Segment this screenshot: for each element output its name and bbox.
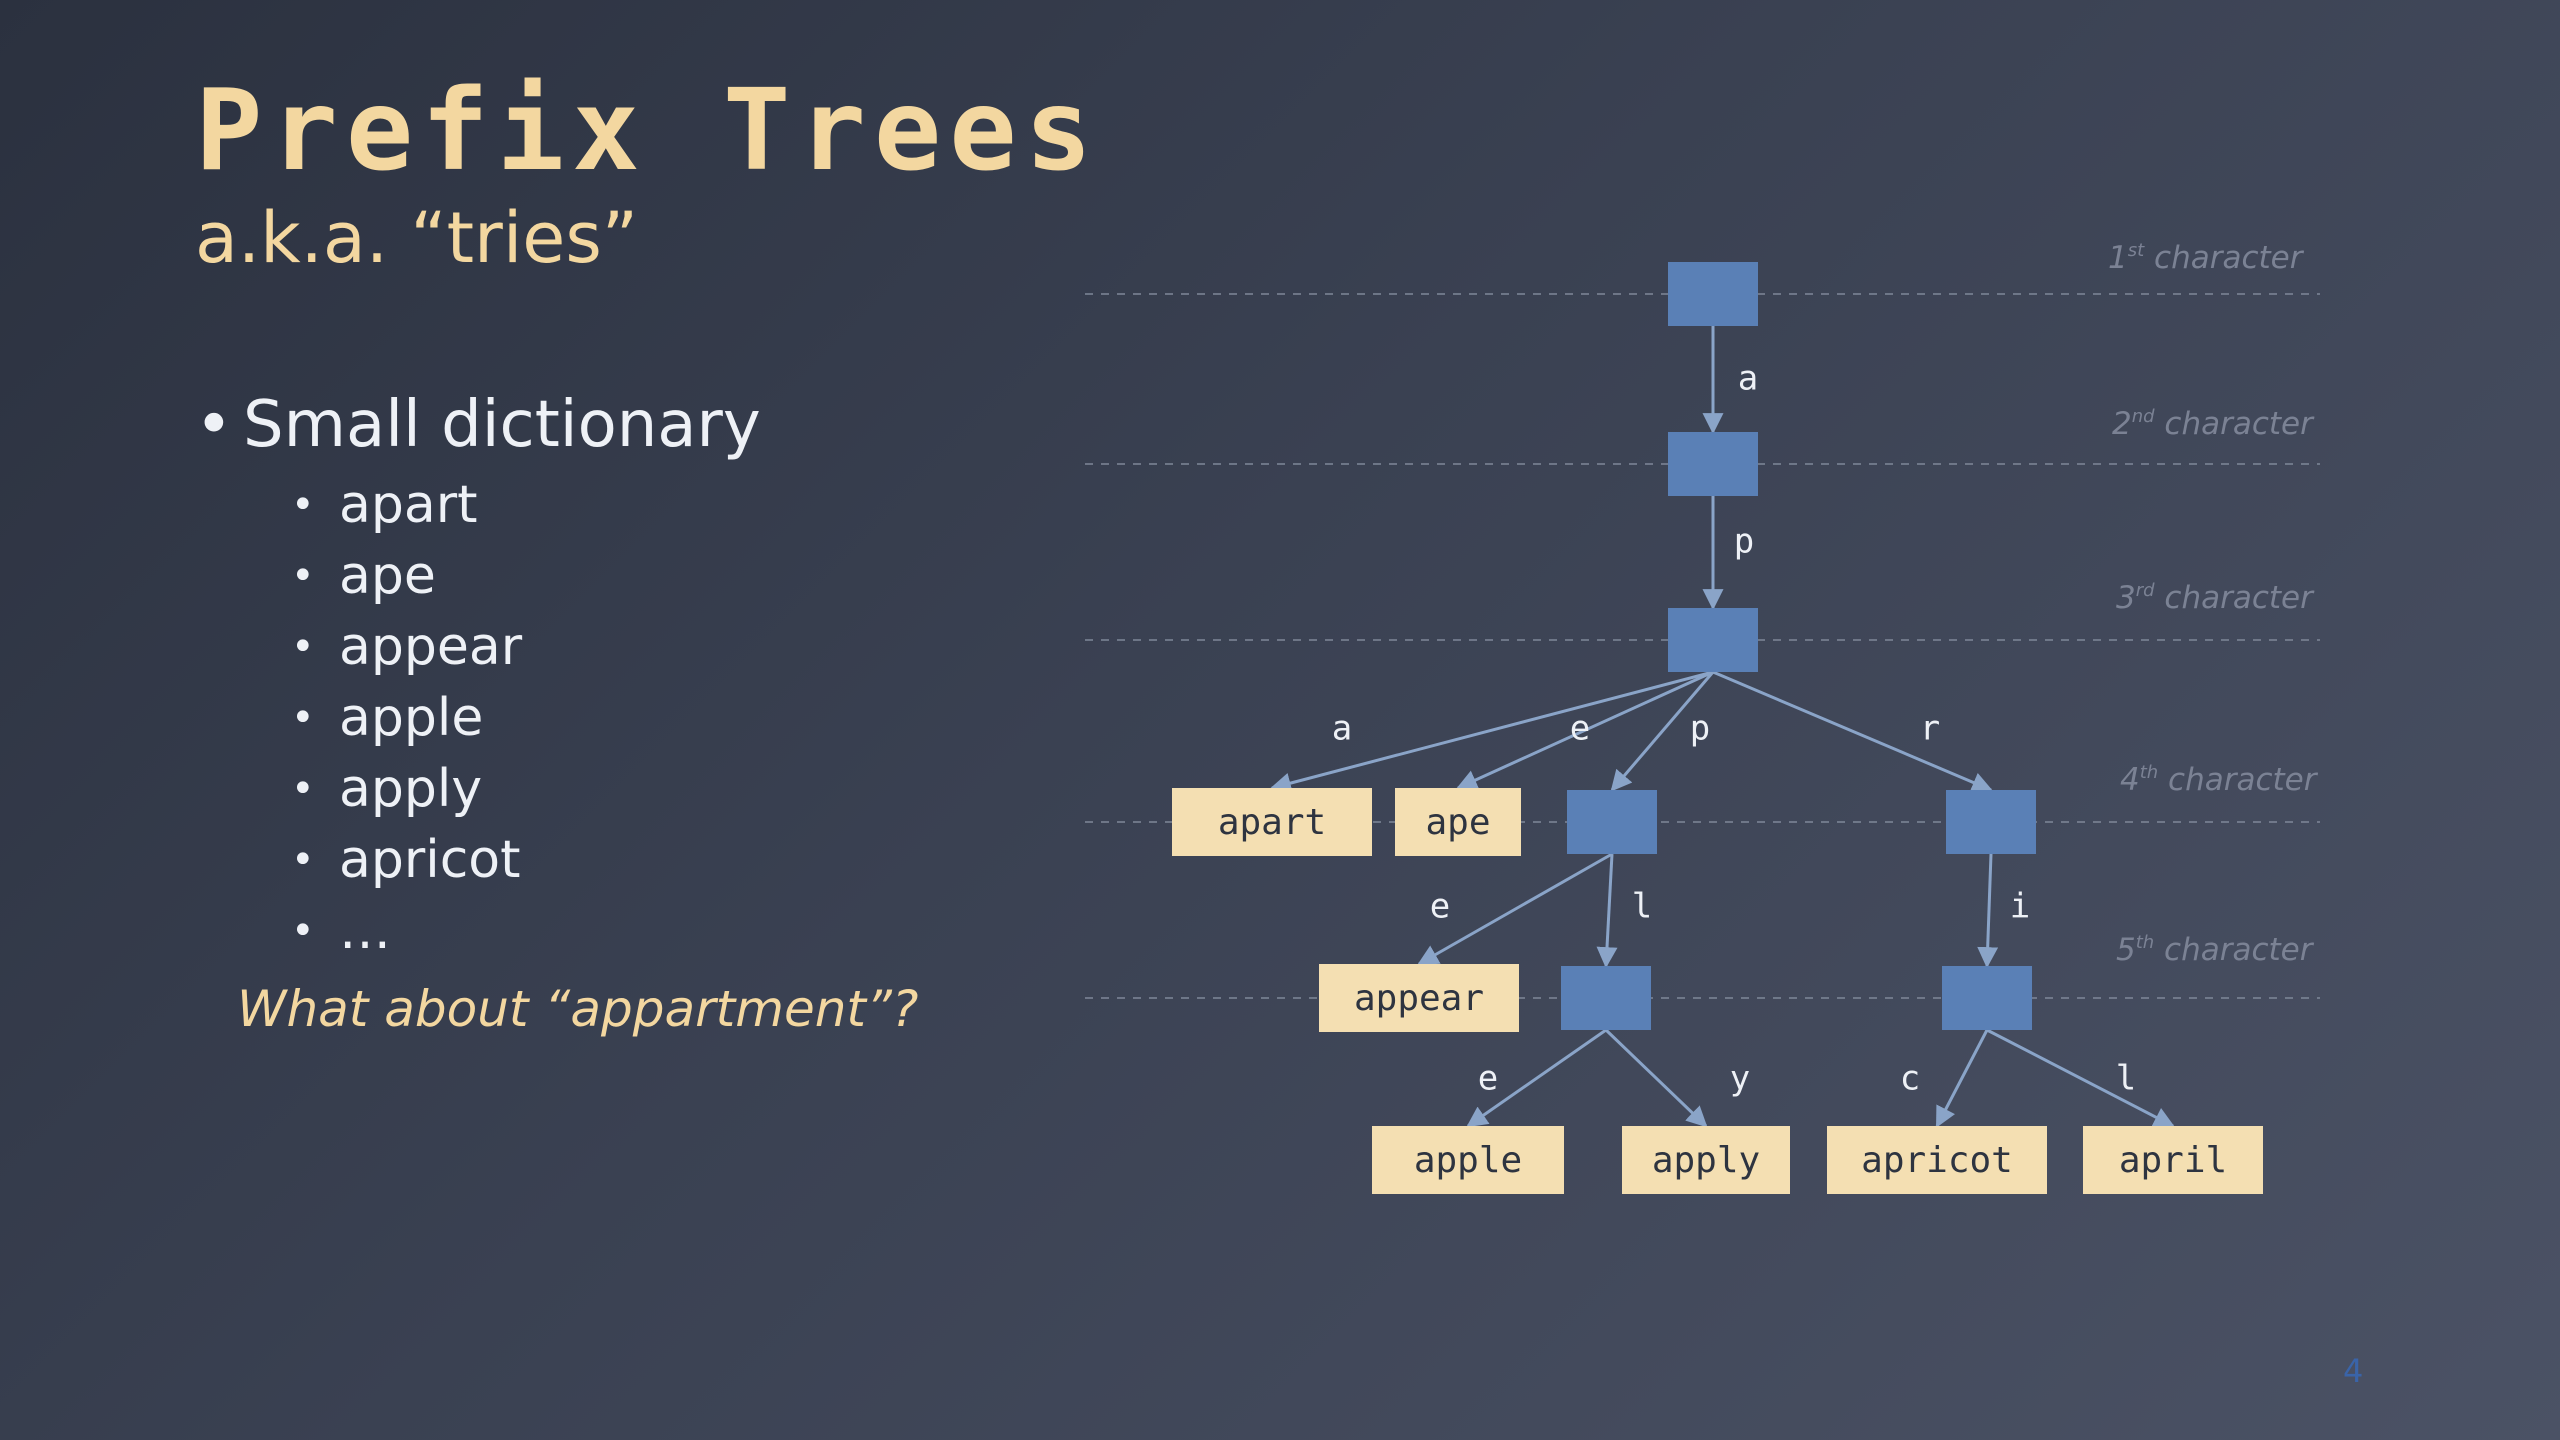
word-item: … (195, 896, 761, 967)
trie-edge (1456, 670, 1714, 790)
level-label: 4th character (2120, 762, 2319, 798)
leaf-node-label: ape (1425, 802, 1490, 843)
edge-label: e (1430, 887, 1450, 927)
leaf-node (1622, 1126, 1790, 1194)
trie-edge (1977, 853, 1999, 969)
leaf-node (1319, 964, 1519, 1032)
leaf-node-label: apart (1218, 802, 1326, 843)
trie-edge (1604, 1028, 1708, 1128)
inner-node (1946, 790, 2036, 854)
trie-edge (1610, 671, 1715, 792)
trie-edge (1712, 670, 1993, 793)
question: What about “appartment”? (237, 980, 919, 1038)
level-label: 1st character (2108, 240, 2305, 276)
word-item: apple (195, 683, 761, 754)
leaf-node-label: april (2119, 1140, 2227, 1181)
level-label: 3rd character (2116, 580, 2315, 616)
edge-label: a (1738, 359, 1758, 399)
word-list: apart ape appear apple apply apricot … (195, 470, 761, 967)
edge-label: e (1478, 1059, 1498, 1099)
leaf-node (1172, 788, 1372, 856)
sub-bullet-container: apart ape appear apple apply apricot … (195, 470, 761, 967)
level-label: 5th character (2116, 932, 2315, 968)
leaf-node (2083, 1126, 2263, 1194)
inner-node (1942, 966, 2032, 1030)
bullet-main-label: Small dictionary (243, 388, 761, 462)
leaf-node (1827, 1126, 2047, 1194)
edge-label: i (2010, 887, 2030, 927)
edge-label: y (1730, 1059, 1750, 1099)
edge-label: r (1920, 709, 1940, 749)
inner-node (1668, 432, 1758, 496)
word-item: ape (195, 541, 761, 612)
trie-edge (1269, 670, 1714, 794)
word-item: apart (195, 470, 761, 541)
inner-node (1668, 608, 1758, 672)
title: Prefix Trees (195, 66, 1101, 196)
edge-label: l (1632, 887, 1652, 927)
trie-edge (1466, 1028, 1607, 1128)
trie-edge (1596, 853, 1618, 969)
edge-label: c (1900, 1059, 1920, 1099)
edge-label: p (1690, 709, 1710, 749)
subtitle: a.k.a. “tries” (195, 197, 639, 279)
word-item: apricot (195, 825, 761, 896)
leaf-node (1372, 1126, 1564, 1194)
leaf-node-label: apricot (1861, 1140, 2013, 1181)
page-number: 4 (2343, 1352, 2364, 1390)
bullet-list: Small dictionary apart ape appear apple … (195, 380, 761, 967)
leaf-node-label: apple (1414, 1140, 1522, 1181)
edge-label: e (1570, 709, 1590, 749)
word-item: apply (195, 754, 761, 825)
trie-edge (1935, 1029, 1989, 1128)
leaf-node-label: apply (1652, 1140, 1760, 1181)
bullet-small-dictionary: Small dictionary (195, 380, 761, 470)
inner-node (1561, 966, 1651, 1030)
level-label: 2nd character (2112, 406, 2315, 442)
trie-edge (1417, 852, 1613, 966)
inner-node (1567, 790, 1657, 854)
inner-node (1668, 262, 1758, 326)
trie-edge (1986, 1028, 2175, 1128)
leaf-node (1395, 788, 1521, 856)
word-item: appear (195, 612, 761, 683)
leaf-node-label: appear (1354, 978, 1484, 1019)
edge-label: p (1734, 522, 1754, 562)
level-guides: 1st character 2nd character 3rd character 4… (1085, 240, 2320, 999)
edge-label: l (2116, 1059, 2136, 1099)
edge-label: a (1332, 709, 1352, 749)
edges: a p a e p r e l i e y c l (1269, 326, 2175, 1128)
